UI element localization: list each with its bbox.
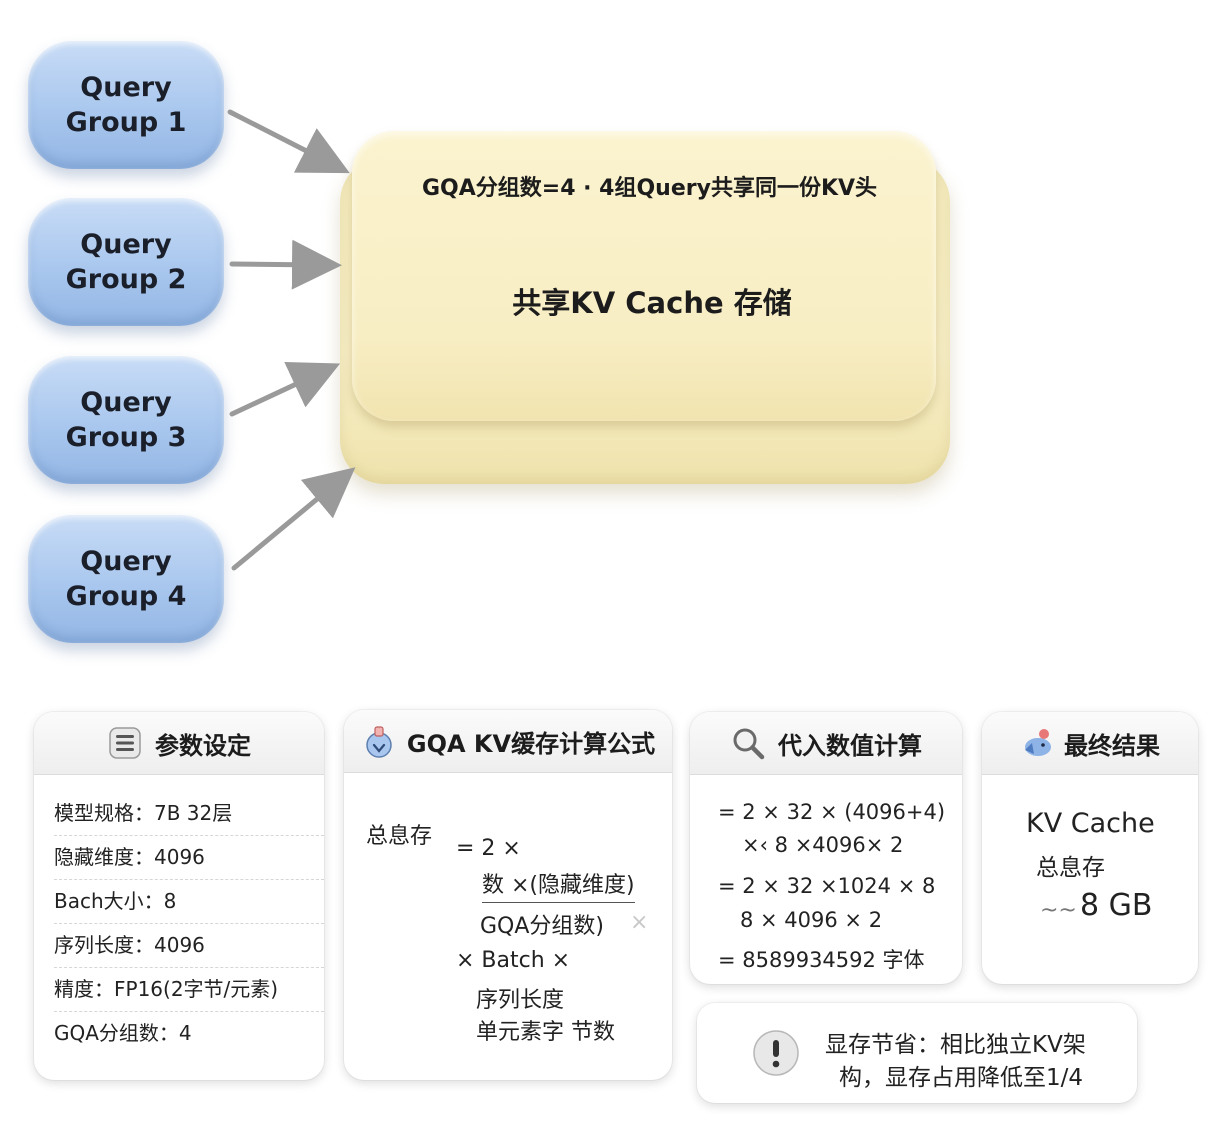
note-line-1: 显存节省：相比独立KV架: [825, 1032, 1086, 1058]
param-model: 模型规格：7B 32层: [54, 792, 324, 836]
params-header: 参数设定: [34, 712, 324, 775]
bird-icon: [1025, 729, 1051, 756]
arrow-1: [227, 109, 350, 174]
result-total-label: 总息存: [1036, 855, 1105, 881]
calc-line-1: = 2 × 32 × (4096+4): [718, 800, 946, 824]
query-group-1-number: Group 1: [65, 107, 187, 138]
param-hidden-dim: 隐藏维度：4096: [54, 836, 324, 880]
query-group-1-label: Query: [80, 72, 172, 103]
query-group-3-label: Query: [80, 387, 172, 418]
kv-cache-title: 共享KV Cache 存储: [512, 286, 792, 320]
param-batch: Bach大小：8: [54, 880, 324, 924]
result-value: 8 GB: [1080, 888, 1153, 923]
arrow-4: [231, 467, 356, 571]
params-title: 参数设定: [155, 731, 251, 760]
formula-ghost-times: ×: [630, 910, 649, 935]
kv-cache-block: [352, 131, 936, 421]
formula-panel: GQA KV缓存计算公式 总息存 = 2 × 数 ×(隐藏维度) GQA分组数)…: [344, 710, 672, 1080]
query-group-2-number: Group 2: [65, 264, 187, 295]
arrow-3: [229, 362, 341, 417]
calc-title: 代入数值计算: [778, 731, 922, 760]
note-line-2: 构，显存占用降低至1/4: [839, 1065, 1084, 1091]
param-seq-len: 序列长度：4096: [54, 924, 324, 968]
memory-saving-note: 显存节省：相比独立KV架 构，显存占用降低至1/4: [697, 1003, 1137, 1103]
query-group-2-label: Query: [80, 229, 172, 260]
magnifier-icon: [733, 728, 765, 760]
flask-icon: [366, 726, 392, 758]
calc-header: 代入数值计算: [690, 712, 962, 775]
query-group-4-number: Group 4: [65, 581, 187, 612]
kv-cache-heading: GQA分组数=4 · 4组Query共享同一份KV头: [421, 176, 878, 201]
param-gqa-groups: GQA分组数：4: [54, 1021, 192, 1045]
exclamation-icon: [753, 1030, 799, 1076]
calc-line-2: ×‹ 8 ×4096× 2: [742, 833, 904, 857]
result-kv-cache: KV Cache: [1026, 808, 1155, 839]
formula-line-2: 数 ×(隐藏维度): [482, 867, 635, 903]
formula-header: GQA KV缓存计算公式: [344, 710, 672, 773]
params-list: 模型规格：7B 32层 隐藏维度：4096 Bach大小：8 序列长度：4096…: [54, 792, 324, 1055]
result-approx-sign: ~~: [1040, 898, 1077, 923]
query-group-3: Query Group 3: [28, 356, 224, 484]
formula-line-4: × Batch ×: [456, 948, 571, 973]
result-header: 最终结果: [982, 712, 1198, 775]
arrow-2: [229, 239, 342, 290]
query-group-3-number: Group 3: [65, 422, 187, 453]
list-icon: [109, 727, 141, 759]
result-title: 最终结果: [1064, 731, 1160, 760]
formula-line-6: 单元素字 节数: [476, 1020, 615, 1045]
calc-line-3: = 2 × 32 ×1024 × 8: [718, 874, 936, 898]
query-group-1: Query Group 1: [28, 41, 224, 169]
formula-line-5: 序列长度: [476, 988, 565, 1013]
query-group-2: Query Group 2: [28, 198, 224, 326]
query-group-4: Query Group 4: [28, 515, 224, 643]
formula-line-1: = 2 ×: [456, 836, 521, 861]
calc-line-5: = 8589934592 字体: [718, 948, 925, 972]
query-group-4-label: Query: [80, 546, 172, 577]
formula-line-3: GQA分组数): [480, 914, 604, 939]
calc-panel: 代入数值计算 = 2 × 32 × (4096+4) ×‹ 8 ×4096× 2…: [690, 712, 962, 984]
formula-title: GQA KV缓存计算公式: [406, 729, 656, 758]
result-panel: 最终结果 KV Cache 总息存 ~~ 8 GB: [982, 712, 1198, 984]
arrows: [227, 109, 356, 571]
param-precision: 精度：FP16(2字节/元素): [54, 968, 324, 1012]
params-panel: 参数设定 模型规格：7B 32层 隐藏维度：4096 Bach大小：8 序列长度…: [34, 712, 324, 1080]
formula-lhs: 总息存: [366, 824, 433, 849]
calc-line-4: 8 × 4096 × 2: [740, 908, 883, 932]
